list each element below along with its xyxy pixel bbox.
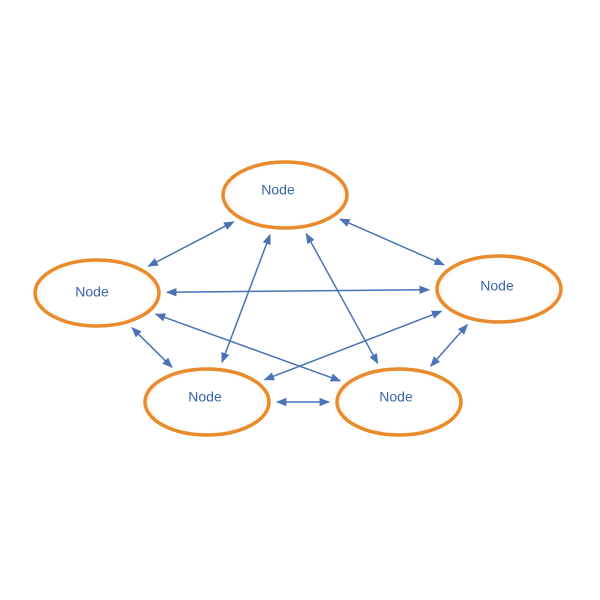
node-right-label: Node <box>480 278 514 294</box>
edge-top-bottom-left <box>221 233 271 364</box>
node-left[interactable]: Node <box>33 258 161 328</box>
edge-left-right <box>165 285 431 297</box>
edges-layer <box>131 218 468 407</box>
node-top-ellipse <box>221 160 349 230</box>
node-right[interactable]: Node <box>435 254 563 324</box>
edge-right-bottom-right <box>430 324 468 367</box>
node-left-label: Node <box>75 284 109 300</box>
node-right-ellipse <box>435 254 563 324</box>
edge-top-bottom-right <box>305 232 379 365</box>
edge-top-right <box>339 218 445 266</box>
node-top-label: Node <box>261 182 295 198</box>
node-bottom-left-label: Node <box>188 389 222 405</box>
edge-right-bottom-left <box>263 310 443 381</box>
node-top[interactable]: Node <box>221 160 349 230</box>
node-bottom-left[interactable]: Node <box>143 367 271 437</box>
node-bottom-left-ellipse <box>143 367 271 437</box>
edge-left-bottom-left <box>131 326 173 369</box>
node-bottom-right-ellipse <box>335 367 463 437</box>
edge-top-left <box>147 221 235 267</box>
node-bottom-right[interactable]: Node <box>335 367 463 437</box>
node-left-ellipse <box>33 258 161 328</box>
node-bottom-right-label: Node <box>379 389 413 405</box>
